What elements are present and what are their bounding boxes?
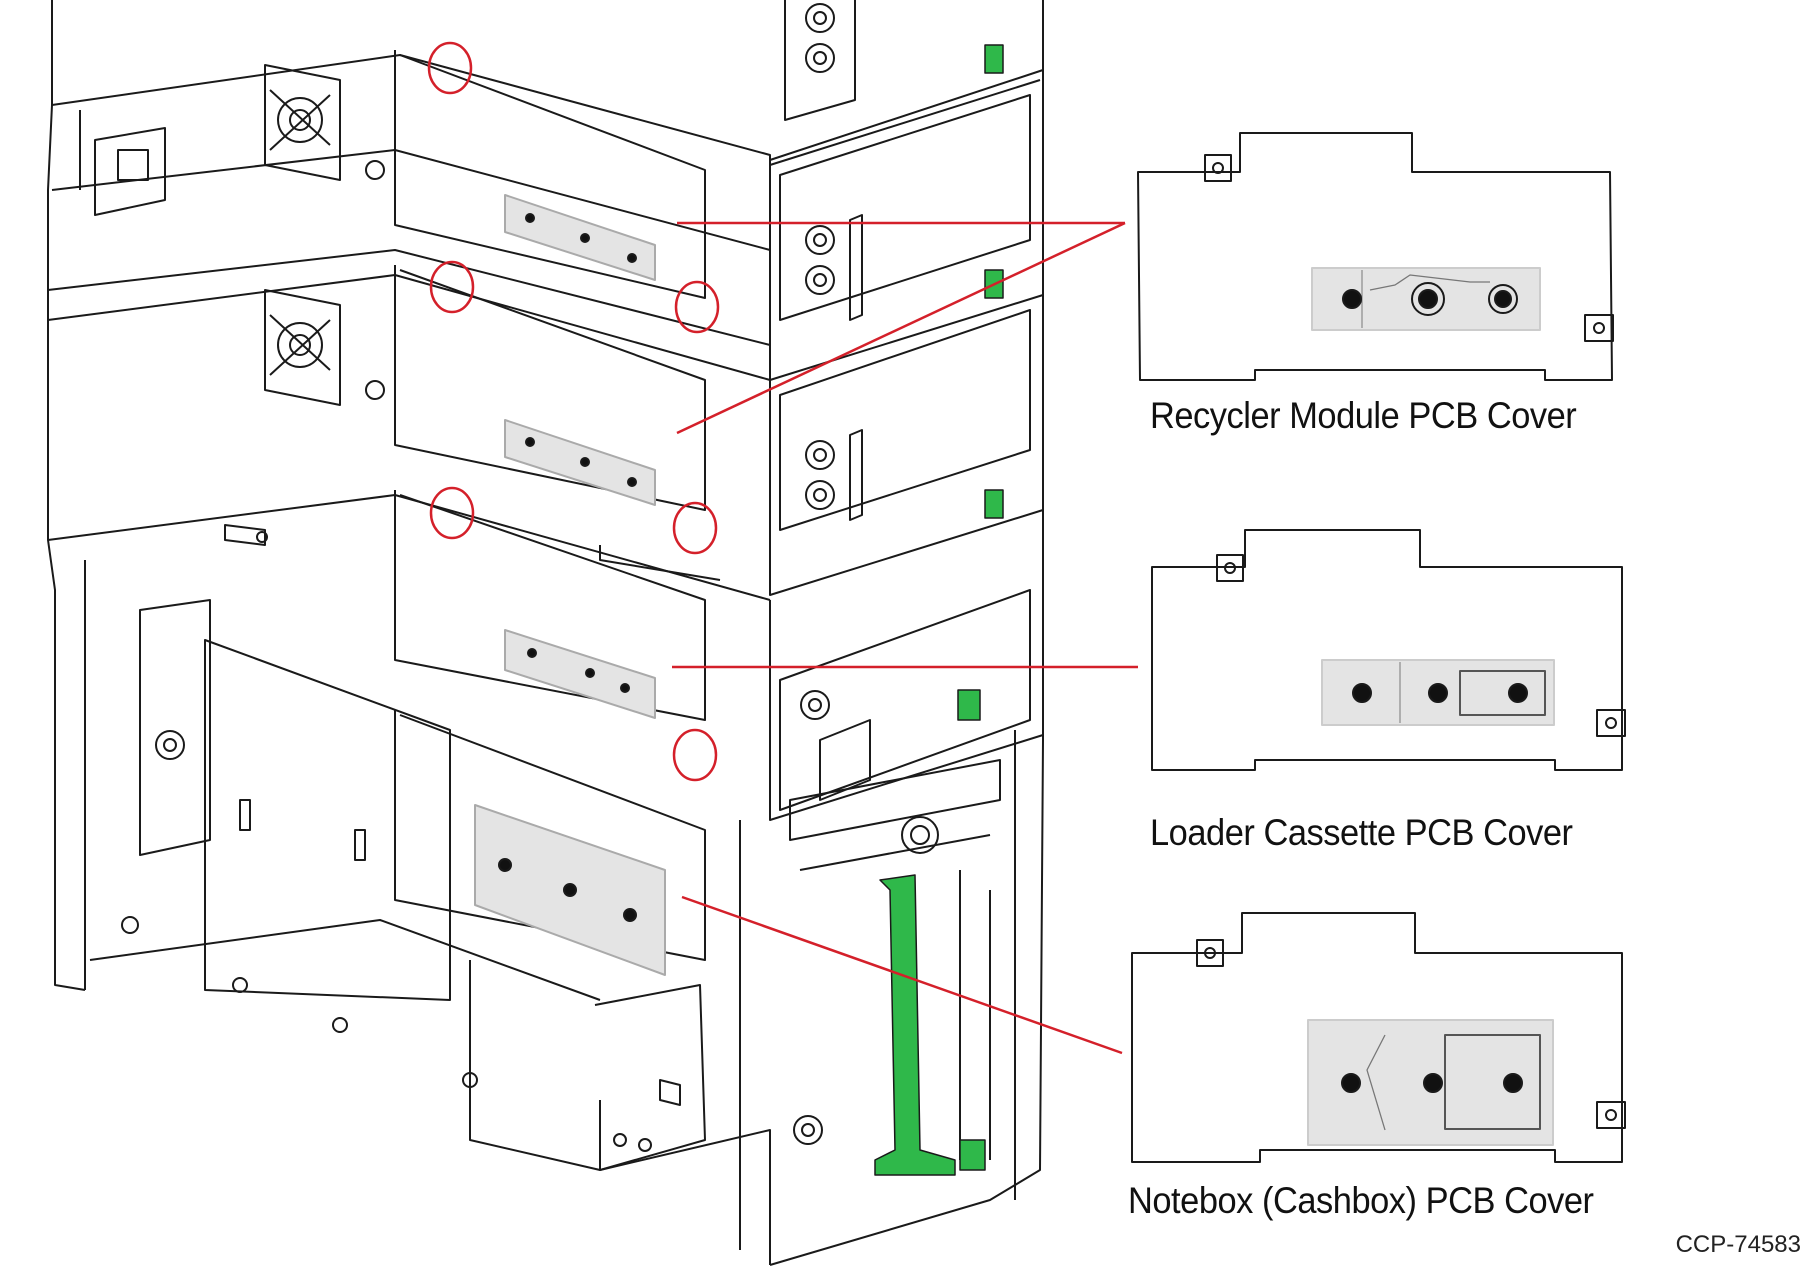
notebox-pcb-cover-detail	[1131, 912, 1626, 1163]
notebox-cover-label: Notebox (Cashbox) PCB Cover	[1128, 1180, 1594, 1221]
mounting-tab	[1596, 709, 1626, 737]
leader-recycler-2	[676, 221, 1126, 435]
screw-icon	[672, 728, 718, 782]
green-belt	[874, 874, 956, 1176]
recycler-cover-label: Recycler Module PCB Cover	[1150, 395, 1577, 436]
green-latch-icon	[984, 44, 1004, 74]
green-latch-icon	[984, 489, 1004, 519]
screw-icon	[429, 260, 475, 314]
figure-id: CCP-74583	[1675, 1231, 1801, 1258]
screw-icon	[672, 501, 718, 555]
machine-pcb-patches	[474, 194, 666, 976]
green-latch-icon	[959, 1139, 986, 1171]
mounting-tab	[1596, 1101, 1626, 1129]
screw-icon	[427, 41, 473, 95]
green-latches	[874, 44, 1004, 1176]
pcb-patch-recycler-2	[504, 419, 656, 506]
screw-highlights	[427, 41, 720, 782]
mounting-tab	[1204, 154, 1232, 182]
loader-cover-label: Loader Cassette PCB Cover	[1150, 812, 1573, 853]
loader-pcb-cover-detail	[1151, 529, 1626, 771]
pcb-patch-loader	[504, 629, 656, 719]
pcb-patch-recycler-1	[504, 194, 656, 281]
green-latch-icon	[957, 689, 981, 721]
recycler-pcb-cover-detail	[1137, 132, 1614, 381]
mounting-tab	[1196, 939, 1224, 967]
mounting-tab	[1584, 314, 1614, 342]
cash-recycler-machine	[47, 0, 1044, 1266]
screw-icon	[429, 486, 475, 540]
screw-icon	[674, 280, 720, 334]
leader-lines	[672, 221, 1138, 1055]
module-1-top-panel	[51, 54, 771, 160]
mounting-tab	[1216, 554, 1244, 582]
leader-notebox	[681, 895, 1123, 1055]
